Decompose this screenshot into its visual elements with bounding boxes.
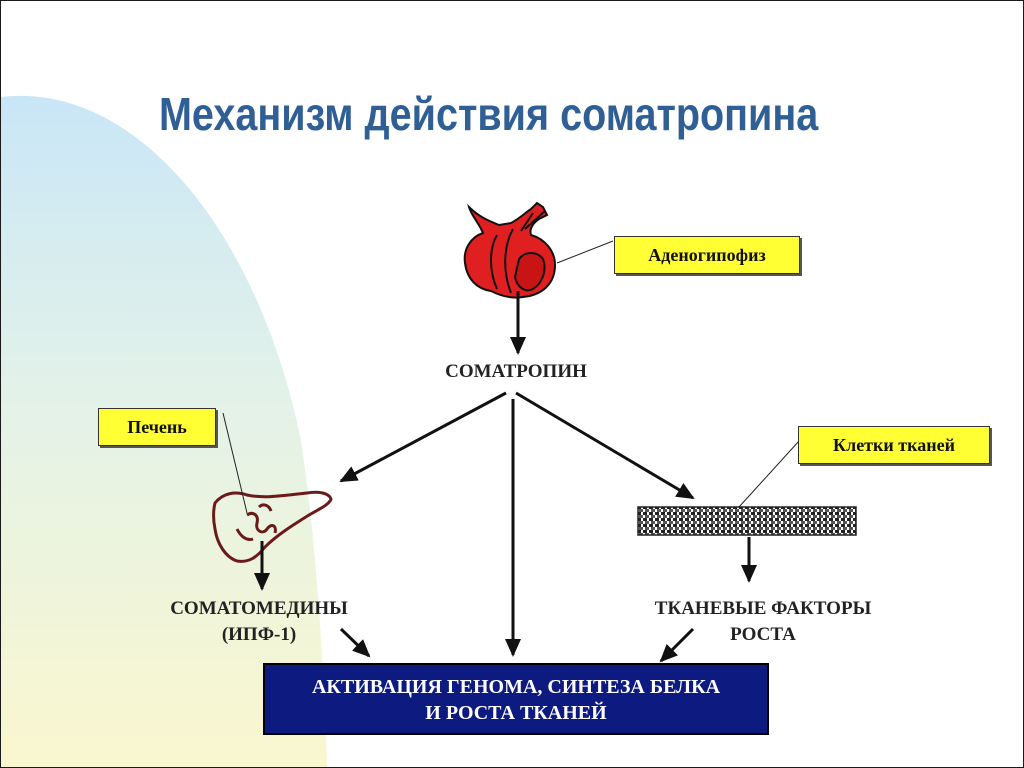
node-result-line1: АКТИВАЦИЯ ГЕНОМА, СИНТЕЗА БЕЛКА	[311, 676, 721, 698]
leader-line-tissue	[738, 440, 800, 508]
node-tissue-factors-line2: РОСТА	[730, 624, 796, 645]
muscle-tissue-icon	[637, 506, 857, 536]
node-result: АКТИВАЦИЯ ГЕНОМА, СИНТЕЗА БЕЛКА И РОСТА …	[263, 663, 769, 735]
arrow-somatotropin-to-liver	[339, 391, 507, 483]
node-somatomedins-line2: (ИПФ-1)	[221, 624, 297, 645]
node-somatomedins-line1: СОМАТОМЕДИНЫ	[170, 598, 348, 619]
liver-icon	[212, 490, 333, 563]
callout-liver: Печень	[98, 408, 216, 446]
callout-pituitary: Аденогипофиз	[614, 236, 800, 274]
slide-title: Механизм действия соматропина	[158, 88, 819, 140]
arrow-factors-to-result	[659, 627, 695, 663]
arrow-somatotropin-to-tissue	[515, 391, 695, 500]
callout-tissue-cells: Клетки тканей	[798, 426, 990, 464]
node-tissue-factors-line1: ТКАНЕВЫЕ ФАКТОРЫ	[654, 598, 872, 619]
pituitary-gland-icon	[463, 201, 557, 299]
arrow-somatomedins-to-result	[339, 627, 371, 658]
node-somatotropin: СОМАТРОПИН	[445, 361, 587, 382]
node-tissue-factors: ТКАНЕВЫЕ ФАКТОРЫ РОСТА	[613, 596, 913, 648]
leader-line-liver	[222, 412, 248, 514]
node-somatomedins: СОМАТОМЕДИНЫ (ИПФ-1)	[141, 596, 377, 648]
leader-line-pituitary	[556, 240, 614, 264]
node-result-line2: И РОСТА ТКАНЕЙ	[425, 702, 607, 724]
